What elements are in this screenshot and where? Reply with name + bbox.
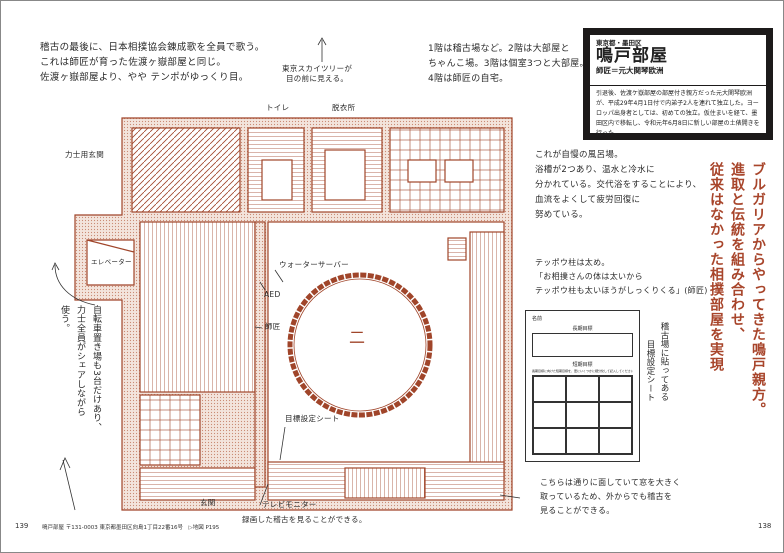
- label-goal-sheet: 目標設定シート: [285, 414, 340, 423]
- note-goal-sheet: 稽古場に貼ってある 目標設定シート: [643, 322, 671, 402]
- note-line: 佐渡ヶ嶽部屋より、やや テンポがゆっくり目。: [40, 72, 249, 83]
- label-toilet: トイレ: [266, 103, 290, 112]
- note-skytree: 東京スカイツリーが 目の前に見える。: [282, 64, 352, 84]
- goal-sheet-illustration: 名前 長期目標 短期目標 長期目標に向けた短期目標を、更にいくつかに細分化して記…: [525, 310, 640, 462]
- label-aed: AED: [264, 290, 281, 299]
- note-line: これは師匠が育った佐渡ヶ嶽部屋と同じ。: [40, 57, 227, 68]
- long-goal-box: [532, 333, 633, 357]
- footer-address: 鳴戸部屋 〒131-0003 東京都墨田区向島1丁目22番16号 ▷地図 P19…: [42, 525, 220, 531]
- headline-line-1: ブルガリアからやってきた鳴戸親方。: [750, 162, 766, 417]
- note-line: 分かれている。交代浴をすることにより、: [535, 180, 702, 190]
- label-tv-monitor: テレビモニター: [262, 500, 317, 509]
- sheet-long-goal: 長期目標: [572, 326, 593, 332]
- teppo-pillar: [447, 237, 467, 261]
- note-line: 4階は師匠の自宅。: [428, 74, 509, 84]
- dohyo-ring: [287, 272, 433, 418]
- label-changing-room: 脱衣所: [332, 103, 356, 112]
- prefecture: 東京都・墨田区: [596, 39, 642, 47]
- note-line: これが自慢の風呂場。: [535, 150, 624, 160]
- label-entrance: 玄関: [200, 498, 216, 507]
- label-rikishi-entrance: 力士用玄関: [65, 150, 104, 159]
- page-number-right: 138: [758, 522, 772, 530]
- note-line: ちゃんこ場。3階は個室3つと大部屋。: [428, 59, 589, 69]
- label-elevator: エレベーター: [91, 258, 132, 266]
- note-floors: 1階は稽古場など。2階は大部屋と ちゃんこ場。3階は個室3つと大部屋。 4階は師…: [428, 42, 589, 87]
- room-stairs: [131, 127, 241, 213]
- note-line: 稽古の最後に、日本相撲協会錬成歌を全員で歌う。: [40, 42, 265, 53]
- headline-line-2: 進取と伝統を組み合わせ、: [729, 162, 745, 342]
- note-line: 「お相撲さんの体は太いから: [535, 272, 643, 281]
- stable-master: 師匠＝元大関琴欧洲: [596, 66, 664, 75]
- note-line: 浴槽が2つあり、温水と冷水に: [535, 165, 655, 175]
- left-room: [139, 221, 256, 393]
- note-line: 目標設定シート: [645, 340, 655, 402]
- note-line: テッポウ柱も太いほうがしっくりくる」(師匠): [535, 286, 708, 295]
- dojo-floor: [267, 221, 505, 481]
- note-teppo: テッポウ柱は太め。 「お相撲さんの体は太いから テッポウ柱も太いほうがしっくりく…: [535, 256, 708, 298]
- skytree-arrow: [317, 37, 327, 62]
- ring-mark: 二: [349, 328, 366, 347]
- note-line: 力士全員がシェアしながら: [75, 305, 85, 417]
- stable-info-box: 東京都・墨田区 鳴戸部屋 師匠＝元大関琴欧洲 引退後、佐渡ケ嶽部屋の部屋付き親方…: [583, 28, 773, 140]
- note-line: 1階は稽古場など。2階は大部屋と: [428, 44, 570, 54]
- tv-note: 録画した稽古を見ることができる。: [242, 515, 367, 524]
- note-line: こちらは通りに面していて窓を大きく: [540, 478, 681, 487]
- note-line: 使う。: [59, 305, 69, 333]
- note-line: テッポウ柱は太め。: [535, 258, 610, 267]
- headline-line-3: 従来はなかった相撲部屋を実現: [708, 162, 724, 372]
- stable-name: 鳴戸部屋: [596, 46, 668, 66]
- sheet-short-sub: 長期目標に向けた短期目標を、更にいくつかに細分化して記入してください。: [532, 369, 633, 373]
- note-bath: これが自慢の風呂場。 浴槽が2つあり、温水と冷水に 分かれている。交代浴をするこ…: [535, 148, 701, 223]
- sheet-name: 名前: [532, 316, 543, 322]
- note-line: 血流をよくして疲労回復に: [535, 195, 641, 205]
- note-window: こちらは通りに面していて窓を大きく 取っているため、外からでも稽古を 見ることが…: [540, 476, 681, 518]
- note-line: 努めている。: [535, 210, 588, 220]
- note-line: 取っているため、外からでも稽古を: [540, 492, 673, 501]
- elevator-box: [86, 239, 135, 286]
- label-master: 師匠: [265, 322, 281, 331]
- note-line: 東京スカイツリーが: [282, 64, 353, 73]
- sheet-short-goal: 短期目標: [572, 362, 593, 368]
- short-goal-grid: [532, 375, 633, 455]
- bicycle-arrow: [51, 262, 96, 306]
- page-number-left: 139: [15, 522, 29, 530]
- label-water-server: ウォーターサーバー: [279, 260, 349, 269]
- note-line: 目の前に見える。: [286, 74, 349, 83]
- note-line: 稽古場に貼ってある: [659, 322, 669, 402]
- note-line: 自転車置き場も3台だけあり、: [91, 305, 101, 432]
- compass-mark: [59, 457, 76, 511]
- stable-description: 引退後、佐渡ケ嶽部屋の部屋付き親方だった元大関琴欧洲が、平成29年4月1日付で内…: [596, 90, 760, 137]
- note-line: 見ることができる。: [540, 506, 615, 515]
- note-song: 稽古の最後に、日本相撲協会錬成歌を全員で歌う。 これは師匠が育った佐渡ヶ嶽部屋と…: [40, 40, 265, 85]
- note-bicycle: 自転車置き場も3台だけあり、 力士全員がシェアしながら 使う。: [56, 305, 104, 465]
